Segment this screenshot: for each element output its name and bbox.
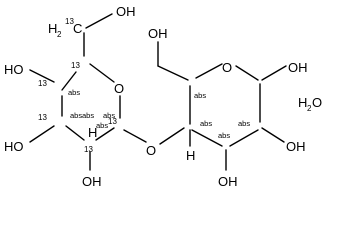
bond-c3-oh xyxy=(29,125,55,143)
bond-c5-ringO xyxy=(89,63,115,83)
bond-c6r-c5r xyxy=(157,65,189,81)
c3-stereo-b: abs xyxy=(70,111,82,120)
c2-isotope: 13 xyxy=(84,145,93,154)
ring-o-left: O xyxy=(114,81,124,96)
water-h: H xyxy=(298,95,307,110)
bond-c5r-ringO xyxy=(195,63,223,79)
h2-c6-sub: 2 xyxy=(57,30,62,39)
bond-c2-c1 xyxy=(95,127,115,141)
c3r-stereo: abs xyxy=(218,131,230,140)
structure-diagram: OH H 2 13 C 13 HO 13 abs abs abs 13 HO 1… xyxy=(4,4,322,189)
link-o: O xyxy=(146,143,156,158)
oh-c4-left: HO xyxy=(4,62,24,77)
bond-ringO-c1r xyxy=(235,65,259,81)
c2r-stereo: abs xyxy=(238,119,250,128)
oh-c1-right: OH xyxy=(288,60,308,75)
oh-c2-right: OH xyxy=(286,139,306,154)
bond-linkO-c4r xyxy=(159,127,185,145)
oh-c3-right: OH xyxy=(218,174,238,189)
water-o: O xyxy=(312,95,322,110)
c3-stereo-a: abs xyxy=(82,111,94,120)
bond-c1r-oh xyxy=(261,65,287,81)
bond-c2r-oh xyxy=(261,127,285,143)
h2-c6: H xyxy=(48,21,57,36)
oh-c6-right: OH xyxy=(148,26,168,41)
bond-c4-oh xyxy=(29,69,55,83)
bond-c3r-c2r xyxy=(229,129,259,147)
bond-c5-c4 xyxy=(61,71,77,91)
oh-c2-left: OH xyxy=(82,174,102,189)
c1-stereo: abs xyxy=(103,111,115,120)
ring-o-right: O xyxy=(222,60,232,75)
oh-c6-left: OH xyxy=(116,4,136,19)
c5-isotope: 13 xyxy=(71,61,80,70)
c1-isotope: 13 xyxy=(108,117,117,126)
bond-c6-oh xyxy=(85,13,113,29)
c2-stereo: abs xyxy=(96,121,108,130)
c5r-stereo: abs xyxy=(194,91,206,100)
water-sub: 2 xyxy=(307,104,312,113)
c4-isotope: 13 xyxy=(38,79,47,88)
bond-c1-linkO xyxy=(123,129,147,143)
c6-isotope: 13 xyxy=(65,17,74,26)
bond-c4r-c3r xyxy=(191,129,223,147)
oh-c3-left: HO xyxy=(4,139,24,154)
c6-letter: C xyxy=(73,21,82,36)
c3-isotope: 13 xyxy=(38,113,47,122)
bond-c3-c2 xyxy=(65,125,85,141)
c4r-h: H xyxy=(186,148,195,163)
c4-stereo: abs xyxy=(68,88,80,97)
c4r-stereo: abs xyxy=(200,119,212,128)
c2-h: H xyxy=(88,125,97,140)
